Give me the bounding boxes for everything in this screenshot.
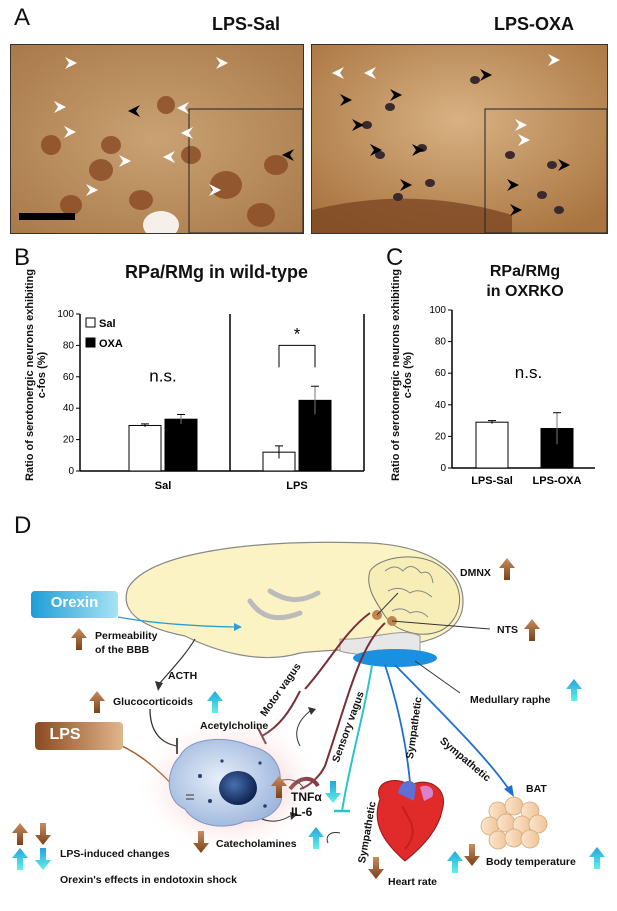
y-tick-label: 40 — [435, 400, 447, 411]
legend-label-sal: Sal — [99, 318, 116, 330]
chart-c-title-line2: in OXRKO — [486, 283, 564, 300]
annotation-ns: n.s. — [149, 367, 176, 386]
catecholamines-label: Catecholamines — [216, 838, 297, 850]
y-tick-label: 60 — [435, 368, 447, 379]
permeability-label-1: Permeability — [95, 630, 158, 642]
y-tick-label: 0 — [440, 463, 446, 474]
lps-box — [35, 722, 123, 750]
glucocorticoids-label: Glucocorticoids — [113, 696, 193, 708]
x-tick-label: LPS-OXA — [533, 475, 582, 487]
legend-swatch-oxa — [85, 337, 96, 348]
legend-swatch-sal — [85, 317, 96, 328]
bar-sal-sal — [128, 424, 162, 472]
lps-label: LPS — [49, 726, 81, 743]
y-tick-label: 80 — [63, 340, 75, 351]
micrograph-lps-oxa — [311, 44, 608, 234]
bat-label: BAT — [526, 783, 547, 795]
y-tick-label: 20 — [435, 431, 447, 442]
tnf-label: TNFα — [291, 790, 322, 804]
orexin-box — [31, 591, 118, 618]
micrograph-title-lps-sal: LPS-Sal — [212, 14, 281, 34]
y-tick-label: 0 — [68, 466, 74, 477]
chart-c-ylabel: Ratio of serotonergic neurons exhibiting… — [390, 268, 414, 482]
heart-rate-label: Heart rate — [388, 876, 438, 888]
annotation-star: * — [294, 324, 301, 343]
legend-orexin-label: Orexin's effects in endotoxin shock — [60, 874, 237, 886]
panel-label-c: C — [386, 244, 404, 271]
diagram-illustration — [12, 541, 605, 879]
y-tick-label: 40 — [63, 403, 75, 414]
panel-label-a: A — [14, 4, 31, 31]
legend-label-oxa: OXA — [99, 338, 123, 350]
permeability-label-2: of the BBB — [95, 644, 150, 656]
acth-label: ACTH — [168, 670, 198, 682]
y-tick-label: 80 — [435, 337, 447, 348]
panel-label-b: B — [14, 244, 31, 271]
y-tick-label: 60 — [63, 372, 75, 383]
panel-label-d: D — [14, 512, 32, 539]
annotation-ns: n.s. — [515, 363, 542, 382]
bar-oxa-sal — [164, 418, 198, 472]
chart-b-title: RPa/RMg in wild-type — [125, 262, 309, 282]
bar-lps-sal — [475, 421, 509, 469]
x-tick-label: Sal — [155, 480, 172, 492]
acetylcholine-label: Acetylcholine — [200, 720, 269, 732]
y-tick-label: 100 — [57, 309, 74, 320]
x-tick-label: LPS — [286, 480, 307, 492]
micrograph-title-lps-oxa: LPS-OXA — [494, 14, 575, 34]
il6-label: IL-6 — [291, 805, 313, 819]
dmnx-label: DMNX — [460, 567, 491, 579]
body-temperature-label: Body temperature — [486, 856, 576, 868]
chart-c-title-line1: RPa/RMg — [489, 263, 561, 280]
medullary-raphe-label: Medullary raphe — [470, 694, 551, 706]
nts-label: NTS — [497, 624, 518, 636]
y-tick-label: 100 — [429, 305, 446, 316]
y-tick-label: 20 — [63, 435, 75, 446]
legend-lps-label: LPS-induced changes — [60, 848, 170, 860]
chart-b-ylabel: Ratio of serotonergic neurons exhibiting… — [24, 268, 48, 482]
significance-bracket — [278, 344, 316, 368]
x-tick-label: LPS-Sal — [471, 475, 513, 487]
orexin-label: Orexin — [50, 594, 99, 611]
micrograph-lps-sal — [10, 44, 304, 234]
